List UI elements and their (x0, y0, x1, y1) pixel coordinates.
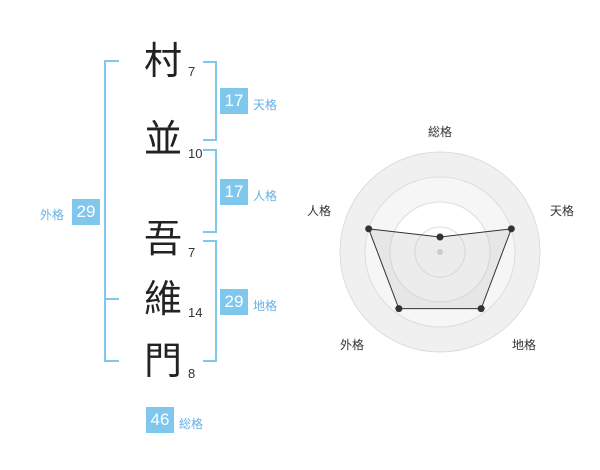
radar-center (437, 249, 443, 255)
gaikaku-value: 29 (72, 199, 100, 225)
gaikaku-bracket (104, 60, 119, 362)
radar-point-4 (365, 225, 373, 233)
radar-point-2 (477, 305, 485, 313)
tenkaku-label: 天格 (253, 98, 278, 112)
stroke-count-5: 8 (188, 366, 196, 381)
radar-label-tenkaku: 天格 (550, 204, 575, 218)
jinkaku-label: 人格 (253, 189, 278, 203)
soukaku-value: 46 (146, 407, 174, 433)
radar-point-1 (507, 225, 515, 233)
char-5: 門 (143, 339, 182, 383)
radar-label-chikaku: 地格 (512, 338, 537, 352)
tenkaku-value: 17 (220, 88, 248, 114)
jinkaku-value: 17 (220, 179, 248, 205)
radar-point-0 (436, 233, 444, 241)
radar-label-jinkaku: 人格 (307, 204, 332, 218)
soukaku-label: 総格 (179, 417, 204, 431)
chikaku-label: 地格 (253, 299, 278, 313)
chikaku-value: 29 (220, 289, 248, 315)
char-3: 吾 (143, 217, 182, 261)
stroke-count-1: 7 (188, 64, 196, 79)
radar-label-soukaku: 総格 (428, 125, 453, 139)
char-4: 維 (143, 277, 182, 321)
radar-point-3 (395, 305, 403, 313)
gaikaku-label: 外格 (40, 208, 65, 222)
gaikaku-bracket-tick (106, 298, 119, 300)
jinkaku-bracket (203, 149, 217, 233)
tenkaku-bracket (203, 61, 217, 141)
char-1: 村 (143, 39, 182, 83)
stroke-count-3: 7 (188, 245, 196, 260)
stroke-count-4: 14 (188, 305, 203, 320)
char-2: 並 (143, 117, 182, 161)
radar-polygon (367, 228, 513, 310)
chikaku-bracket (203, 240, 217, 362)
radar-label-gaikaku: 外格 (340, 338, 365, 352)
stroke-count-2: 10 (188, 146, 203, 161)
